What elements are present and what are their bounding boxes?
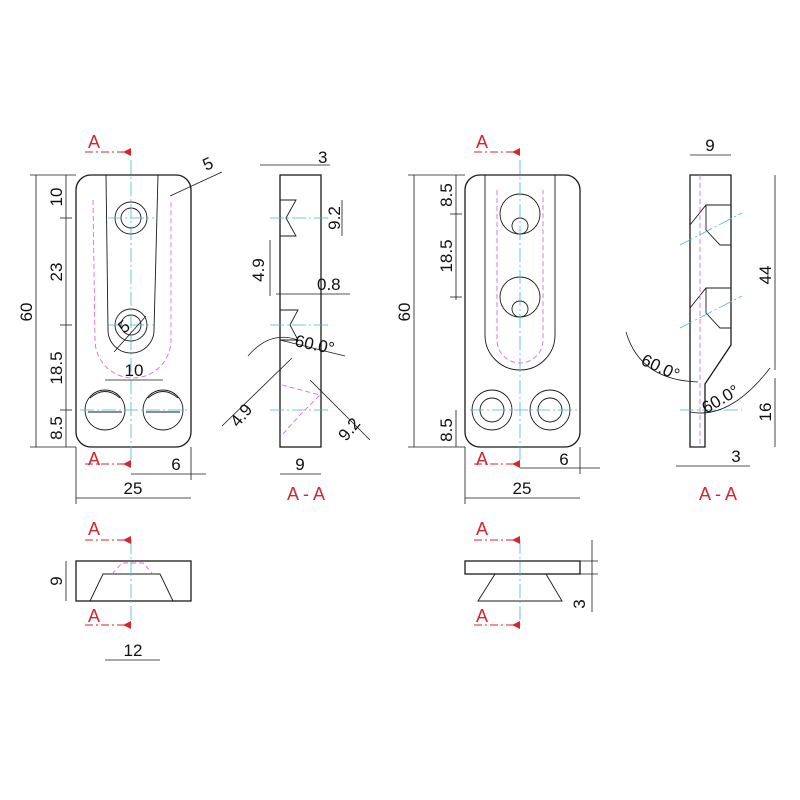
left-section-dim-width: 9 [295,455,304,474]
left-section-countersink-top [280,199,297,237]
right-section-dim-width: 9 [705,136,714,155]
left-dim-corner: 5 [200,153,217,174]
left-section-arrow-top [123,148,131,156]
left-bottom-outline [75,560,192,602]
left-section-dim-c2-line [309,379,371,441]
left-section-title: A - A [287,484,325,504]
right-dim-height: 60 [395,303,414,322]
left-countersink-left [88,391,122,413]
left-dim-hole-leader [113,315,147,353]
right-section-countersink-2 [689,287,731,329]
right-section-marker-top: A [476,132,488,152]
right-section-arrow-top [512,148,520,156]
left-section-marker-top: A [88,132,100,152]
left-countersink-right [146,391,180,413]
right-dim-pitch-b: 18.5 [437,239,456,272]
right-section-outline [689,174,732,448]
left-section-hidden [281,384,321,436]
left-section-outline [279,174,322,448]
right-section-dim-angle1-arc [625,331,699,383]
left-slot-hidden-edge [92,199,172,379]
left-section-view: 3 9.2 4.9 0.8 60.0° 4.9 9.2 9 A - A [221,148,371,504]
left-dim-pitch-b: 23 [47,263,66,282]
left-section-dim-d2-line [221,357,293,427]
right-dim-pitch-a: 8.5 [437,183,456,207]
right-plate-outline [464,174,581,448]
left-dim-height: 60 [17,303,36,322]
left-section-dim-c1: 9.2 [325,206,344,230]
right-section-dim-angle2-arc [689,367,771,414]
left-section-dim-d2: 4.9 [227,400,257,430]
right-section-dim-end: 16 [756,403,775,422]
right-section-arrow-bottom [512,460,520,468]
right-dim-offset: 6 [559,450,568,469]
right-bottom-outline [464,560,581,575]
left-bottom-marker-bottom: A [88,606,100,626]
left-section-dim-top: 3 [318,148,327,167]
left-dim-spacing: 10 [125,361,144,380]
left-bottom-view: A A 9 12 [47,519,192,661]
right-bottom-marker-bottom: A [476,606,488,626]
left-dim-pitch-c: 18.5 [47,351,66,384]
left-front-view: A A 60 10 23 18.5 8.5 5 5 10 6 25 [17,132,223,504]
right-section-center-2 [679,295,743,329]
right-bottom-section-arrow-top [512,536,520,544]
left-section-dim-c2: 9.2 [335,414,365,444]
left-section-dim-depth: 4.9 [249,258,268,282]
left-section-dim-angle-arc [247,336,299,357]
right-bottom-countersink [477,573,563,602]
right-section-dim-angle1: 60.0° [638,350,682,384]
right-section-title: A - A [699,484,737,504]
right-dim-pitch-d: 8.5 [437,418,456,442]
left-dim-pitch-a: 10 [47,188,66,207]
left-dim-offset: 6 [171,455,180,474]
right-bottom-marker-top: A [476,519,488,539]
left-bottom-section-arrow-top [123,536,131,544]
left-dim-corner-leader [169,171,223,197]
left-bottom-countersink [89,573,174,602]
right-section-marker-bottom: A [476,449,488,469]
right-bottom-dim-thickness: 3 [570,599,589,608]
right-section-dim-length: 44 [756,266,775,285]
left-section-countersink-mid [280,309,299,341]
left-dim-pitch-d: 8.5 [47,416,66,440]
left-plate-outline [75,174,192,448]
left-slot-outline [105,174,159,354]
left-section-arrow-bottom [123,460,131,468]
right-bottom-view: A A 3 [464,519,598,629]
right-section-countersink-1 [689,204,731,246]
right-bottom-section-arrow-bottom [512,621,520,629]
left-bottom-hidden [111,562,154,575]
left-bottom-section-arrow-bottom [123,621,131,629]
left-section-dim-gap: 0.8 [317,275,341,294]
right-section-view: 9 44 60.0° 60.0° 16 3 A - A [625,136,776,504]
left-section-dim-angle-leader [279,339,346,357]
left-section-dim-angle: 60.0° [293,331,336,358]
left-bottom-marker-top: A [88,519,100,539]
left-bottom-dim-thickness: 9 [47,576,66,585]
left-dim-width: 25 [124,479,143,498]
right-section-center-1 [679,212,743,246]
right-front-view: A A 60 8.5 18.5 8.5 6 25 [395,132,600,504]
left-section-marker-bottom: A [88,449,100,469]
right-dim-width: 25 [513,479,532,498]
right-section-dim-thickness: 3 [731,447,740,466]
left-bottom-dim-opening: 12 [124,641,143,660]
